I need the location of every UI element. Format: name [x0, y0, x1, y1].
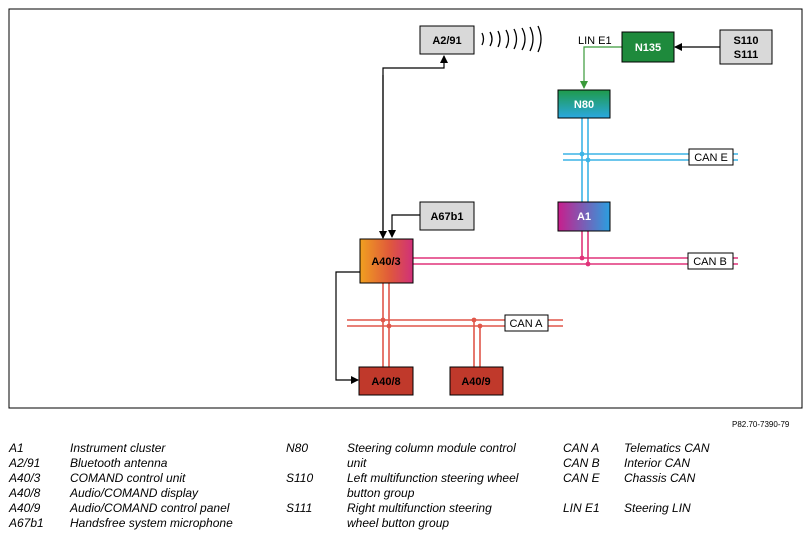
can-a-bus	[347, 283, 563, 367]
legend-item-cont: unit	[286, 456, 556, 471]
legend-desc: Interior CAN	[624, 456, 691, 470]
legend-code: LIN E1	[563, 501, 600, 515]
box-n135-label: N135	[635, 42, 661, 54]
box-n80: N80	[557, 89, 611, 119]
can-b-label-box: CAN B	[687, 252, 734, 270]
legend-code: CAN B	[563, 456, 600, 470]
legend-item: A1 Instrument cluster	[9, 441, 279, 456]
box-a67b1: A67b1	[419, 201, 475, 231]
legend-item: A40/3 COMAND control unit	[9, 471, 279, 486]
lin-e1-label: LIN E1	[578, 35, 612, 47]
legend-item: N80 Steering column module control	[286, 441, 556, 456]
legend-code: A40/9	[9, 501, 41, 515]
box-a40-3: A40/3	[359, 238, 414, 284]
legend-desc: Steering column module control	[347, 441, 516, 455]
legend-item: S110 Left multifunction steering wheel	[286, 471, 556, 486]
legend-item: A67b1 Handsfree system microphone	[9, 516, 279, 531]
box-a67b1-label: A67b1	[430, 211, 463, 223]
reference-number: P82.70-7390-79	[732, 420, 790, 429]
legend-item: A40/8 Audio/COMAND display	[9, 486, 279, 501]
bluetooth-wave-icon	[481, 25, 542, 53]
legend-code: A40/8	[9, 486, 41, 500]
box-a2-91: A2/91	[419, 25, 475, 55]
legend-item: S111 Right multifunction steering	[286, 501, 556, 516]
legend-column-1: A1 Instrument cluster A2/91 Bluetooth ante…	[9, 441, 279, 531]
legend-desc: Instrument cluster	[70, 441, 166, 455]
box-a2-91-label: A2/91	[432, 35, 461, 47]
box-n135: N135	[621, 31, 675, 63]
legend-column-3: CAN A Telematics CAN CAN B Interior CAN CA…	[563, 441, 803, 516]
box-a40-9-label: A40/9	[461, 376, 490, 388]
legend-item: CAN A Telematics CAN	[563, 441, 803, 456]
legend-code: CAN E	[563, 471, 600, 485]
legend-code: S111	[286, 501, 313, 515]
box-a1: A1	[557, 201, 611, 232]
legend-item: A40/9 Audio/COMAND control panel	[9, 501, 279, 516]
box-a40-8-label: A40/8	[371, 376, 400, 388]
legend-item: CAN E Chassis CAN	[563, 471, 803, 486]
legend-desc: Chassis CAN	[624, 471, 696, 485]
legend-item-cont: wheel button group	[286, 516, 556, 531]
box-a40-8: A40/8	[358, 366, 414, 396]
legend-code: N80	[286, 441, 309, 455]
legend-column-2: N80 Steering column module control unit S…	[286, 441, 556, 531]
legend-item: LIN E1 Steering LIN	[563, 501, 803, 516]
legend-desc: Handsfree system microphone	[70, 516, 233, 530]
can-b-bus	[413, 231, 738, 267]
can-a-label: CAN A	[509, 318, 543, 330]
legend-item: A2/91 Bluetooth antenna	[9, 456, 279, 471]
can-b-label: CAN B	[693, 256, 727, 268]
box-n80-label: N80	[574, 99, 594, 111]
legend-item-cont: button group	[286, 486, 556, 501]
diagram-frame	[8, 8, 803, 409]
legend-desc: COMAND control unit	[70, 471, 186, 485]
box-s111-label: S111	[734, 49, 758, 61]
box-a1-label: A1	[577, 211, 591, 223]
legend-desc: Left multifunction steering wheel	[347, 471, 519, 485]
legend-desc: Audio/COMAND control panel	[70, 501, 230, 515]
legend-desc: button group	[347, 486, 415, 500]
legend-desc: unit	[347, 456, 367, 470]
can-e-label-box: CAN E	[688, 148, 734, 166]
legend-desc: Right multifunction steering	[347, 501, 492, 515]
legend-desc: Steering LIN	[624, 501, 691, 515]
legend-code: A67b1	[9, 516, 44, 530]
box-a40-9: A40/9	[449, 366, 504, 396]
legend-code: A1	[9, 441, 24, 455]
legend-desc: Audio/COMAND display	[70, 486, 199, 500]
legend-desc: wheel button group	[347, 516, 450, 530]
can-e-label: CAN E	[694, 152, 728, 164]
legend-desc: Bluetooth antenna	[70, 456, 168, 470]
box-s110-label: S110	[733, 35, 758, 47]
legend-desc: Telematics CAN	[624, 441, 710, 455]
box-s110-s111: S110 S111	[719, 29, 773, 65]
legend-item: CAN B Interior CAN	[563, 456, 803, 471]
legend-code: A2/91	[9, 456, 41, 470]
lin-e1-line	[580, 46, 622, 89]
can-a-label-box: CAN A	[504, 314, 549, 332]
box-a40-3-label: A40/3	[371, 256, 400, 268]
legend-code: CAN A	[563, 441, 600, 455]
signal-lines	[335, 43, 720, 384]
legend-code: A40/3	[9, 471, 41, 485]
legend-code: S110	[286, 471, 314, 485]
